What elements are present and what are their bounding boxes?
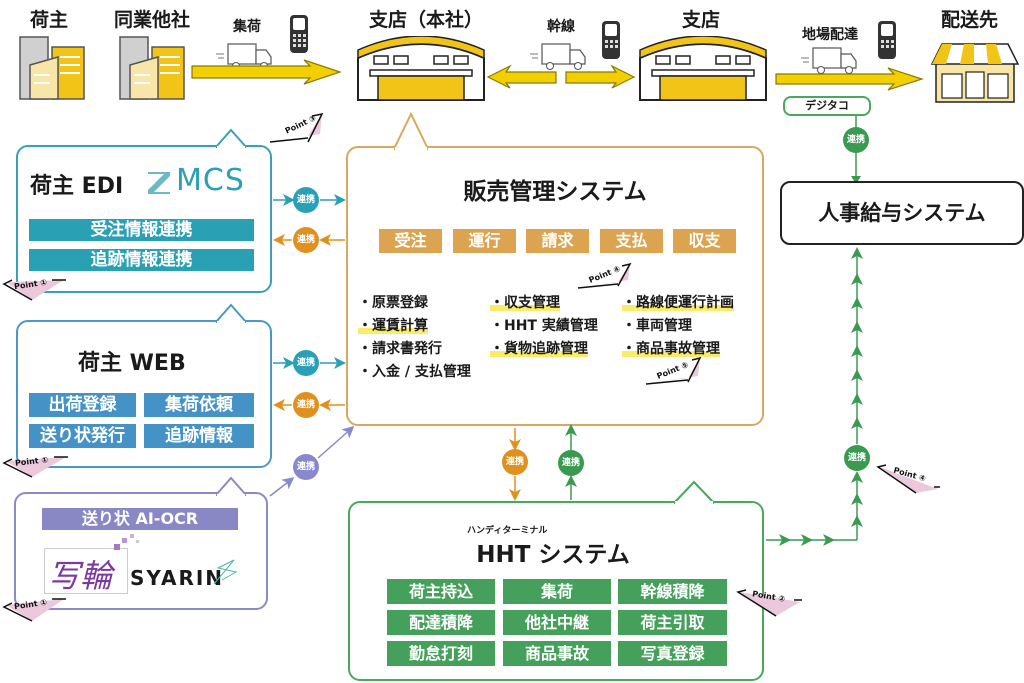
trunk-truck-icon [530,43,586,70]
point-marker-5 [645,356,702,385]
mcs-logo-text: MCS [176,163,245,198]
hht-panel-title: HHT システム [476,542,630,568]
pickup-flow-label: 集荷 [233,19,261,35]
point-marker-3 [269,112,324,143]
link-badge-sales-hht: 連携 [502,449,528,475]
hht-tag: 他社中継 [503,610,611,635]
trunk-bidirectional-arrow [486,64,636,89]
edi-tag-order-info-link: 受注情報連携 [29,219,254,241]
mcs-logo-mark-icon [148,172,170,194]
hht-ruby-text: ハンディターミナル [467,526,548,536]
link-badge-ocr: 連携 [293,454,319,480]
stage-shipper-label: 荷主 [30,9,69,31]
point-marker-1-edi [2,279,66,301]
partner-building-icon [119,36,185,100]
branch-warehouse-icon [639,36,767,101]
sales-feature-item: ・車両管理 [622,318,692,334]
link-badge-hht-sales: 連携 [558,450,584,476]
pickup-arrow [191,59,342,85]
stage-branch-label: 支店 [682,9,721,31]
web-tag-tracking-info: 追跡情報 [144,424,254,448]
stage-branch-hq-label: 支店（本社） [369,9,484,31]
syarin-logo-text: SYARIN [130,566,225,590]
sales-panel-notch [394,112,428,150]
sales-feature-item: ・路線便運行計画 [622,295,734,311]
handy-terminal-icon [602,21,620,59]
sales-feature-item: ・入金 / 支払管理 [358,364,471,380]
hht-tag: 荷主持込 [387,579,495,604]
local-delivery-flow-label: 地場配達 [802,27,858,43]
destination-shop-icon [930,43,1020,103]
web-panel-notch [216,303,246,323]
link-badge-edi-in: 連携 [293,187,319,213]
branch-hq-warehouse-icon [357,36,485,101]
hht-tag: 幹線積降 [618,579,727,604]
syarin-network-icon [213,559,238,585]
syarin-logo-kanji: 写輪 [48,557,113,595]
sales-management-panel [346,146,764,426]
ocr-tag: 送り状 AI-OCR [42,508,238,530]
hht-tag: 写真登録 [618,641,727,666]
hht-tag: 集荷 [503,579,611,604]
hht-tag: 勤怠打刻 [387,641,495,666]
point-marker-2 [736,589,802,617]
sales-tag-billing: 請求 [526,229,589,253]
hht-tag: 荷主引取 [618,610,727,635]
syarin-logo-frame [44,548,128,594]
sales-tag-payments: 支払 [600,229,663,253]
sales-panel-title: 販売管理システム [463,179,647,205]
sales-tag-income-expense: 収支 [673,229,736,253]
ocr-panel-notch [216,476,246,496]
sales-feature-item: ・運賃計算 [358,318,428,334]
handy-terminal-icon [878,21,896,59]
handy-terminal-icon [290,15,308,53]
sales-feature-item: ・貨物追跡管理 [490,341,588,357]
shipper-building-icon [19,36,85,100]
hht-tag: 商品事故 [503,641,611,666]
stage-destination-label: 配送先 [941,9,999,31]
link-badge-web-out: 連携 [293,392,319,418]
link-badge-edi-out: 連携 [293,227,319,253]
hht-tag: 配達積降 [387,610,495,635]
sales-feature-item: ・原票登録 [358,295,428,311]
link-badge-hht-hr: 連携 [844,445,870,471]
web-tag-pickup-request: 集荷依頼 [144,393,254,417]
sales-tag-orders: 受注 [379,229,442,253]
sales-feature-item: ・収支管理 [490,295,560,311]
point-marker-1-web [2,456,68,478]
edi-tag-tracking-info-link: 追跡情報連携 [29,249,254,271]
point-marker-4-hr [876,464,940,494]
edi-panel-title: 荷主 EDI [30,174,124,199]
hht-to-hr-connector [766,247,863,546]
stage-partner-label: 同業他社 [114,9,191,31]
digitaco-box: デジタコ [783,96,871,116]
delivery-truck-icon [801,47,857,74]
point-marker-1-ocr [2,598,66,622]
sales-tag-operations: 運行 [453,229,516,253]
sales-feature-item: ・請求書発行 [358,341,442,357]
syarin-pixel-decoration [114,534,139,550]
web-tag-shipment-registration: 出荷登録 [29,393,136,417]
web-tag-waybill-issue: 送り状発行 [29,424,136,448]
link-badge-digitaco-hr: 連携 [843,127,869,153]
link-badge-web-in: 連携 [293,350,319,376]
sales-feature-item: ・商品事故管理 [622,341,720,357]
hr-payroll-system-box: 人事給与システム [780,181,1024,245]
trunk-flow-label: 幹線 [547,19,575,35]
local-delivery-arrow [775,67,924,91]
web-panel-title: 荷主 WEB [78,351,186,376]
point-marker-4-sales [577,262,632,289]
edi-panel-notch [216,128,246,148]
sales-feature-item: ・HHT 実績管理 [490,318,598,334]
hht-panel-notch [674,480,714,504]
